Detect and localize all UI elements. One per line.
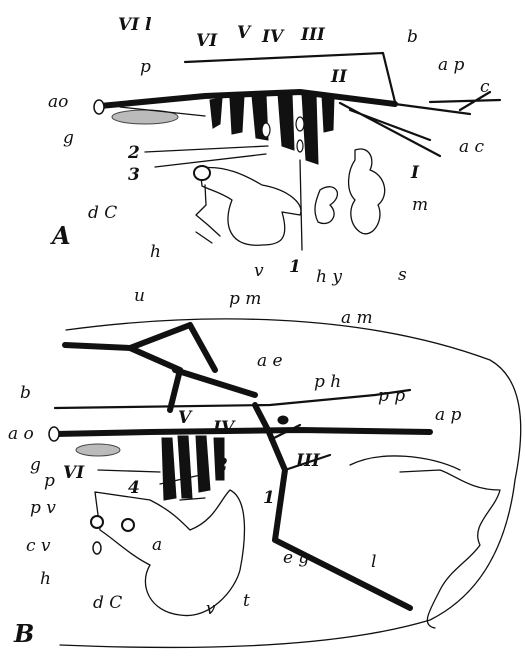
label-b-IV: IV <box>212 418 236 438</box>
label-a-c: c <box>480 77 490 97</box>
label-a-m: m <box>412 195 428 215</box>
panel-b-aorta <box>55 430 430 434</box>
panel-a-arch-IV <box>278 93 294 150</box>
label-a-VI: VI <box>196 31 218 51</box>
panel-b-glomus <box>76 444 120 456</box>
panel-a-spiracle <box>349 149 385 234</box>
label-a-s: s <box>398 265 407 285</box>
label-a-ao: ao <box>48 92 68 112</box>
panel-b-duct-cuvier <box>122 519 134 531</box>
label-b-ph: p h <box>314 372 341 392</box>
label-a-g: g <box>63 128 74 148</box>
label-b-cv: c v <box>26 536 51 556</box>
label-a-IV: IV <box>261 27 285 47</box>
panel-b-vessels-u <box>65 325 255 410</box>
panel-a-gill-slit-1 <box>262 123 270 137</box>
panel-b-junction <box>278 416 288 424</box>
panel-b-vessel-b <box>55 390 410 408</box>
label-b-4: 4 <box>128 478 140 498</box>
panel-a-gill-slit-2 <box>296 117 304 131</box>
panel-a-drawing <box>94 53 500 250</box>
label-b-V: V <box>178 408 193 428</box>
label-b-l: l <box>371 552 376 572</box>
label-a-b: b <box>407 27 418 47</box>
label-a-I: I <box>410 163 420 183</box>
label-b-g: g <box>30 455 41 475</box>
label-a-V: V <box>237 23 252 43</box>
panel-a-letter: A <box>50 221 71 250</box>
label-b-p: p <box>44 471 55 491</box>
label-b-ae: a e <box>257 351 283 371</box>
label-b-u: u <box>134 286 145 306</box>
label-b-b: b <box>20 383 31 403</box>
panel-a-arch-VIl <box>210 98 222 128</box>
label-a-h: h <box>150 242 161 262</box>
label-b-1: 1 <box>263 488 275 508</box>
panel-a-arch-III <box>302 94 318 164</box>
panel-b-arch-VI <box>162 438 176 500</box>
panel-a-duct-cuvier <box>194 166 210 180</box>
label-a-hy: h y <box>316 267 342 287</box>
label-a-VIl: VI l <box>118 15 152 35</box>
label-b-h: h <box>40 569 51 589</box>
panel-b-aorta-end <box>49 427 59 441</box>
label-b-t: t <box>243 591 250 611</box>
panel-b-hepatic <box>93 542 101 554</box>
label-a-2: 2 <box>127 143 140 163</box>
label-a-v: v <box>254 261 264 281</box>
panel-a-gill-slit-3 <box>297 140 303 152</box>
panel-b-letter: B <box>13 619 34 648</box>
panel-a-arch-VI <box>230 96 244 134</box>
panel-b-labels: B u p m a m a e p h p p a p b a o g V IV… <box>8 286 462 648</box>
label-a-1: 1 <box>289 257 301 277</box>
label-b-2: 2 <box>215 455 228 475</box>
label-b-a: a <box>152 535 162 555</box>
panel-b-arch-V <box>178 436 192 498</box>
panel-a-hepatic <box>196 185 220 243</box>
panel-a-labels: A VI l VI V IV III II I b a p c a c ao p… <box>48 15 490 287</box>
panel-a-heart <box>200 167 301 245</box>
panel-a-aorta-end <box>94 100 104 114</box>
label-a-ac: a c <box>459 137 485 157</box>
label-a-3: 3 <box>128 165 140 185</box>
panel-b-posterior-structure <box>350 456 500 628</box>
label-a-dC: d C <box>88 203 117 223</box>
label-b-pp: p p <box>378 386 405 406</box>
label-a-p: p <box>140 57 151 77</box>
label-b-pm: p m <box>229 289 261 309</box>
label-b-pv: p v <box>30 498 56 518</box>
panel-b-card-vein <box>91 516 103 528</box>
panel-a-aorta <box>100 92 395 106</box>
label-b-v: v <box>206 599 216 619</box>
label-b-III: III <box>295 451 321 471</box>
label-a-III: III <box>300 25 326 45</box>
panel-b-arch-IV-a <box>196 436 210 492</box>
label-a-II: II <box>330 67 348 87</box>
label-b-ao: a o <box>8 424 34 444</box>
label-b-am: a m <box>341 308 373 328</box>
label-b-ap: a p <box>435 405 462 425</box>
label-a-ap: a p <box>438 55 465 75</box>
label-b-VI: VI <box>63 463 85 483</box>
label-b-dC: d C <box>93 593 122 613</box>
panel-a-arch-II <box>322 95 334 132</box>
label-b-eg: e g <box>283 548 309 568</box>
panel-a-thyroid <box>315 187 337 224</box>
